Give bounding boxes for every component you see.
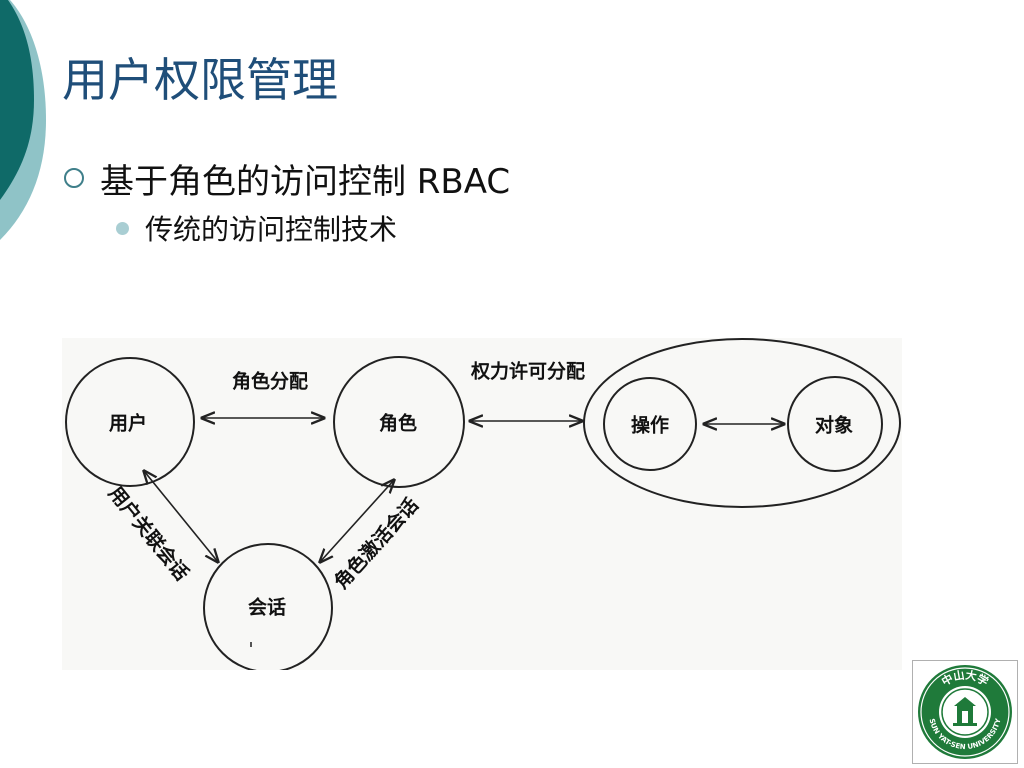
- page-title: 用户权限管理: [62, 53, 338, 107]
- bullet-text: 基于角色的访问控制 RBAC: [100, 161, 511, 202]
- hollow-circle-bullet-icon: [64, 168, 84, 188]
- university-logo: 中山大学 SUN YAT-SEN UNIVERSITY: [912, 660, 1018, 764]
- node-session: 会话: [203, 543, 333, 673]
- edge-label-role-assignment: 角色分配: [232, 370, 308, 393]
- bullet-level-2: 传统的访问控制技术: [116, 208, 397, 248]
- bullet-level-1: 基于角色的访问控制 RBAC: [64, 154, 510, 202]
- edge-user-session: [144, 471, 218, 562]
- node-user: 用户: [65, 357, 195, 487]
- node-operation: 操作: [603, 377, 697, 471]
- edge-role-session: [320, 480, 394, 562]
- scan-speck: [250, 642, 252, 647]
- node-role-label: 角色: [379, 412, 417, 435]
- rbac-diagram: 用户 角色 操作 对象 会话: [62, 338, 902, 673]
- decorative-crescent: [0, 0, 46, 240]
- permission-group: [583, 338, 901, 508]
- edge-label-permission-assignment: 权力许可分配: [470, 360, 585, 383]
- node-session-label: 会话: [248, 596, 286, 619]
- edge-label-user-session: 用户关联会话: [104, 482, 194, 585]
- node-object: 对象: [787, 376, 883, 472]
- university-seal-icon: 中山大学 SUN YAT-SEN UNIVERSITY: [918, 665, 1012, 759]
- edge-label-role-activation: 角色激活会话: [330, 493, 423, 593]
- rbac-diagram-svg: 用户 角色 操作 对象 会话: [65, 338, 901, 673]
- node-object-label: 对象: [815, 414, 853, 437]
- node-user-label: 用户: [109, 412, 147, 435]
- filled-dot-bullet-icon: [116, 221, 129, 235]
- sub-bullet-text: 传统的访问控制技术: [145, 213, 398, 246]
- node-operation-label: 操作: [631, 414, 669, 437]
- node-role: 角色: [333, 356, 465, 488]
